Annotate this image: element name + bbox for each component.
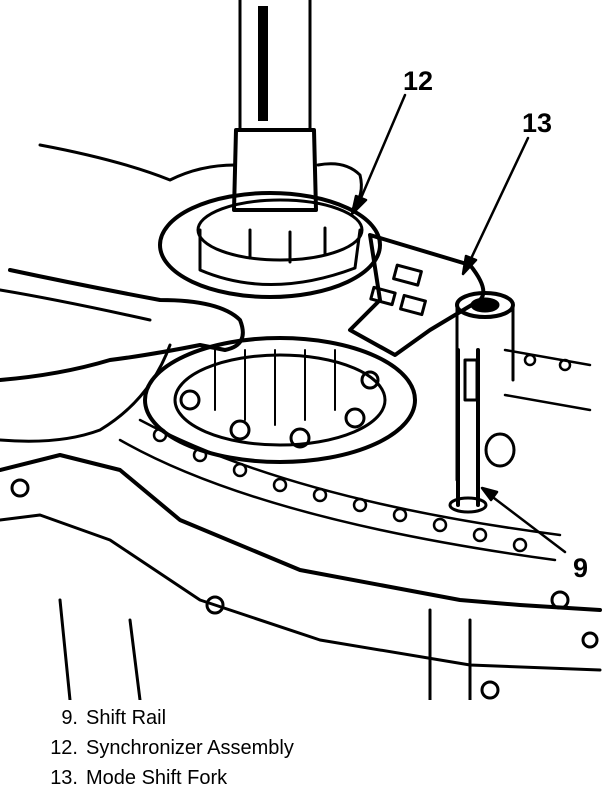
- legend-item: 9. Shift Rail: [30, 703, 294, 733]
- parts-legend: 9. Shift Rail 12. Synchronizer Assembly …: [30, 703, 294, 793]
- transfer-case-housing: [0, 453, 602, 700]
- legend-label: Mode Shift Fork: [86, 766, 228, 789]
- output-shaft: [232, 0, 318, 212]
- shift-rail: [448, 348, 516, 514]
- drive-sprocket: [143, 336, 417, 464]
- drive-chain: [118, 348, 592, 562]
- synchronizer-assembly: [158, 191, 382, 299]
- legend-item: 12. Synchronizer Assembly: [30, 733, 294, 763]
- legend-label: Synchronizer Assembly: [86, 736, 294, 759]
- front-hand: [0, 268, 245, 443]
- transmission-illustration: [0, 0, 602, 700]
- legend-number: 12.: [50, 736, 78, 759]
- legend-item: 13. Mode Shift Fork: [30, 763, 294, 793]
- callout-13: 13: [522, 108, 553, 138]
- callout-12: 12: [403, 66, 434, 96]
- callout-9: 9: [573, 553, 589, 583]
- legend-label: Shift Rail: [86, 706, 167, 729]
- leader-lines: [350, 93, 567, 554]
- mode-shift-fork: [348, 233, 515, 482]
- legend-number: 13.: [50, 766, 78, 789]
- legend-number: 9.: [61, 706, 78, 729]
